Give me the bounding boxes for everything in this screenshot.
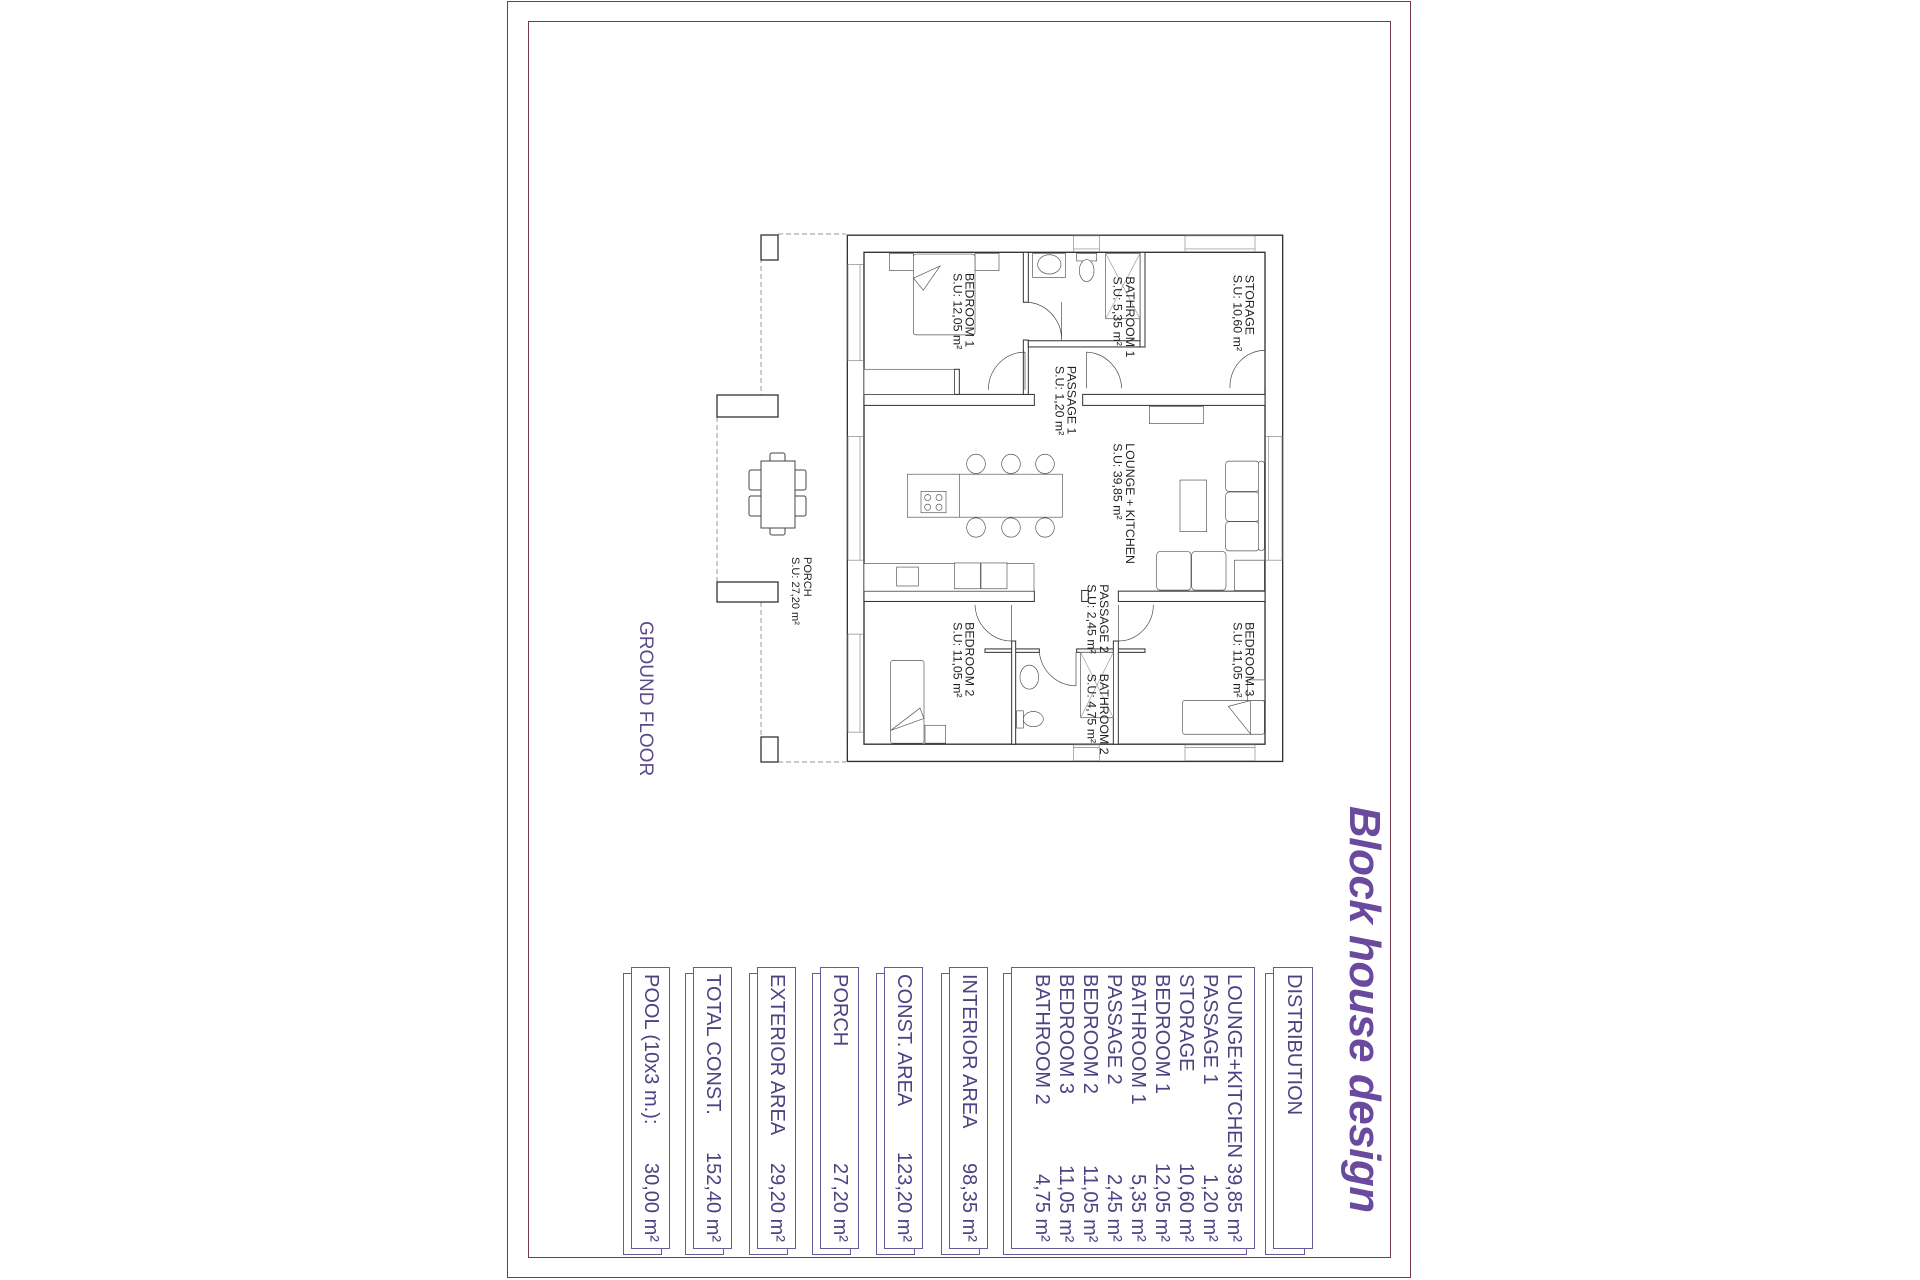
toilet <box>1079 259 1095 282</box>
porch-name: PORCH <box>801 557 813 597</box>
kitchen-counter <box>863 563 1035 592</box>
room-area: 11,05 m² <box>1079 1164 1101 1242</box>
nightstand <box>1247 679 1265 701</box>
room-label-bedroom-3: BEDROOM 3S.U: 11,05 m² <box>1230 622 1256 697</box>
summary-exterior-area: EXTERIOR AREA 29,20 m² <box>757 967 796 1249</box>
coffee-table <box>1179 479 1207 532</box>
summary-porch: PORCH 27,20 m² <box>820 967 859 1249</box>
furniture <box>863 253 1265 744</box>
summary-label: EXTERIOR AREA <box>766 974 788 1136</box>
bed <box>890 660 925 744</box>
room-name: PASSAGE 2 <box>1103 974 1125 1085</box>
distribution-heading-box: DISTRIBUTION <box>1273 967 1313 1249</box>
distribution-row: BEDROOM 3 11,05 m² <box>1054 974 1078 1242</box>
summary-label: TOTAL CONST. <box>702 974 724 1115</box>
room-area: 5,35 m² <box>1127 1174 1149 1242</box>
floor-plan: BEDROOM 1S.U: 12,05 m² BATHROOM 1S.U: 5,… <box>846 234 1284 763</box>
closet <box>863 368 955 395</box>
room-label-passage-1: PASSAGE 1S.U: 1,20 m² <box>1052 366 1078 435</box>
washbasin <box>1019 664 1039 690</box>
drawing-frame <box>528 21 1391 1258</box>
room-area: 2,45 m² <box>1103 1174 1125 1242</box>
summary-label: INTERIOR AREA <box>958 974 980 1129</box>
summary-total-const: TOTAL CONST. 152,40 m² <box>693 967 732 1249</box>
room-label-bathroom-1: BATHROOM 1S.U: 5,35 m² <box>1111 276 1137 357</box>
room-name: STORAGE <box>1175 974 1197 1072</box>
room-name: PASSAGE 1 <box>1199 974 1221 1085</box>
nightstand <box>974 253 1000 271</box>
stool <box>966 517 986 538</box>
distribution-row: STORAGE 10,60 m² <box>1174 974 1198 1242</box>
summary-const-area: CONST. AREA 123,20 m² <box>884 967 923 1249</box>
sheet-border <box>507 1 1411 1278</box>
distribution-row: PASSAGE 1 1,20 m² <box>1198 974 1222 1242</box>
room-label-lounge-kitchen: LOUNGE + KITCHENS.U: 39,85 m² <box>1111 443 1137 564</box>
stool <box>966 453 986 474</box>
room-name: BATHROOM 2 <box>1031 974 1053 1105</box>
tv-unit <box>1149 406 1204 424</box>
distribution-row: BATHROOM 1 5,35 m² <box>1126 974 1150 1242</box>
summary-value: 98,35 m² <box>958 1163 980 1242</box>
room-labels: BEDROOM 1S.U: 12,05 m² BATHROOM 1S.U: 5,… <box>950 273 1256 755</box>
bed <box>1182 700 1265 735</box>
summary-label: PORCH <box>829 974 851 1047</box>
room-area: 1,20 m² <box>1199 1174 1221 1242</box>
doors <box>974 301 1266 687</box>
summary-value: 152,40 m² <box>702 1151 724 1242</box>
sheet-title: Block house design <box>1340 806 1389 1213</box>
cooktop <box>920 491 947 514</box>
stool <box>1035 517 1055 538</box>
room-area: 39,85 m² <box>1223 1163 1245 1242</box>
room-name: BEDROOM 3 <box>1055 974 1077 1095</box>
summary-pool: POOL (10x3 m.): 30,00 m² <box>631 967 670 1249</box>
summary-value: 29,20 m² <box>766 1163 788 1242</box>
windows <box>847 235 1283 762</box>
room-area: 11,05 m² <box>1055 1164 1077 1242</box>
summary-label: POOL (10x3 m.): <box>640 974 662 1125</box>
toilet <box>1022 711 1044 728</box>
summary-value: 123,20 m² <box>893 1151 915 1242</box>
room-area: 4,75 m² <box>1031 1174 1053 1242</box>
floor-label: GROUND FLOOR <box>635 621 656 777</box>
toilet-tank <box>1016 710 1024 729</box>
room-area: 10,60 m² <box>1175 1163 1197 1242</box>
room-area: 12,05 m² <box>1151 1163 1173 1242</box>
interior-walls <box>863 251 1266 745</box>
summary-interior-area: INTERIOR AREA 98,35 m² <box>949 967 988 1249</box>
room-label-bathroom-2: BATHROOM 2S.U: 4,75 m² <box>1085 674 1111 755</box>
stool <box>1001 517 1021 538</box>
porch-area: S.U: 27,20 m² <box>789 557 801 625</box>
room-name: BEDROOM 2 <box>1079 974 1101 1095</box>
distribution-row: PASSAGE 2 2,45 m² <box>1102 974 1126 1242</box>
distribution-row: LOUNGE+KITCHEN 39,85 m² <box>1222 974 1246 1242</box>
room-label-bedroom-2: BEDROOM 2S.U: 11,05 m² <box>950 622 976 697</box>
room-label-passage-2: PASSAGE 2S.U: 2,45 m² <box>1085 584 1111 653</box>
room-label-storage: STORAGES.U: 10,60 m² <box>1230 275 1256 351</box>
summary-label: CONST. AREA <box>893 974 915 1107</box>
summary-value: 30,00 m² <box>640 1163 662 1242</box>
nightstand <box>889 253 914 271</box>
distribution-heading: DISTRIBUTION <box>1283 974 1305 1116</box>
kitchen-sink <box>896 566 919 587</box>
distribution-row: BEDROOM 2 11,05 m² <box>1078 974 1102 1242</box>
stool <box>1001 453 1021 474</box>
nightstand <box>924 724 946 744</box>
room-name: LOUNGE+KITCHEN <box>1223 974 1245 1158</box>
room-name: BEDROOM 1 <box>1151 974 1173 1095</box>
room-label-bedroom-1: BEDROOM 1S.U: 12,05 m² <box>950 273 976 349</box>
distribution-row: BATHROOM 2 4,75 m² <box>1030 974 1054 1242</box>
stool <box>1035 453 1055 474</box>
room-name: BATHROOM 1 <box>1127 974 1149 1105</box>
porch-label: PORCH S.U: 27,20 m² <box>789 557 813 625</box>
distribution-row: BEDROOM 1 12,05 m² <box>1150 974 1174 1242</box>
summary-value: 27,20 m² <box>829 1163 851 1242</box>
